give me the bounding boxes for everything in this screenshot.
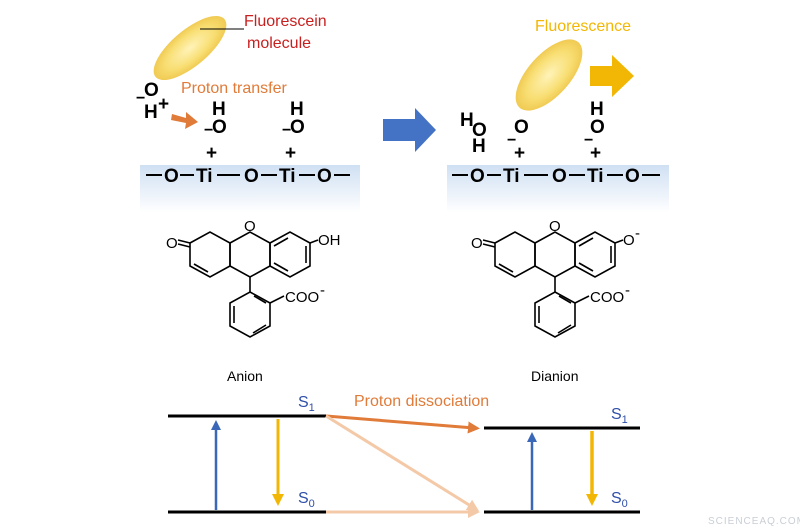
dianion-carbonyl-o: O <box>471 235 483 252</box>
left-panel: Fluorescein molecule Proton transfer − O… <box>136 13 360 213</box>
surface-minus-4: − <box>584 132 593 149</box>
fluorescein-molecule-left <box>153 15 227 81</box>
molecule-oxygen: O <box>144 80 159 101</box>
anion-ring-o: O <box>244 218 256 235</box>
proton-transfer-label: Proton transfer <box>181 80 288 97</box>
surface-minus-1: − <box>204 122 213 139</box>
anion-coo: COO <box>285 289 319 306</box>
dianion-s1-label: S1 <box>611 406 628 426</box>
water-h-bottom: H <box>472 136 486 157</box>
svg-text:O: O <box>552 166 567 187</box>
diagonal-s1-to-s0-arrow <box>325 414 480 512</box>
molecule-hydrogen: H <box>144 102 158 123</box>
anion-label: Anion <box>227 368 263 384</box>
proton-dissociation-arrow <box>325 414 480 434</box>
surface-o-1: O <box>212 117 227 138</box>
svg-text:Ti: Ti <box>587 166 604 187</box>
water-o: O <box>472 120 487 141</box>
watermark: SCIENCEAQ.COM <box>708 516 800 527</box>
dianion-label: Dianion <box>531 368 578 384</box>
process-arrow <box>383 108 436 152</box>
surface-h-2: H <box>290 99 304 120</box>
dianion-coo-charge: - <box>625 282 630 299</box>
surface-plus-4: + <box>590 143 601 164</box>
surface-o-3: O <box>514 117 529 138</box>
ti-o-chain-right: O Ti O Ti O <box>452 166 660 187</box>
svg-text:O: O <box>625 166 640 187</box>
anion-structure <box>177 231 319 338</box>
dianion-coo: COO <box>590 289 624 306</box>
dianion-phenoxide-charge: - <box>635 225 640 242</box>
dianion-ring-o: O <box>549 218 561 235</box>
right-panel: Fluorescence H O H O − + H O − + O Ti O … <box>447 18 669 213</box>
anion-coo-charge: - <box>320 282 325 299</box>
ti-o-chain-left: O Ti O Ti O <box>146 166 350 187</box>
proton-dissociation-label: Proton dissociation <box>354 393 489 410</box>
surface-plus-2: + <box>285 143 296 164</box>
surface-o-4: O <box>590 117 605 138</box>
fluorescein-label-line2: molecule <box>247 35 311 52</box>
svg-text:O: O <box>470 166 485 187</box>
surface-plus-3: + <box>514 143 525 164</box>
svg-text:O: O <box>164 166 179 187</box>
tio2-surface-right <box>447 165 669 213</box>
fluorescein-molecule-right <box>515 39 583 111</box>
molecule-hydrogen-plus: + <box>158 94 169 115</box>
anion-oh: OH <box>318 232 341 249</box>
molecule-oxygen-minus: − <box>136 90 145 107</box>
svg-text:Ti: Ti <box>196 166 213 187</box>
dianion-s0-label: S0 <box>611 490 628 510</box>
water-h-top: H <box>460 110 474 131</box>
svg-text:O: O <box>244 166 259 187</box>
anion-s0-label: S0 <box>298 490 315 510</box>
fluorescence-arrow <box>590 55 634 97</box>
anion-s1-label: S1 <box>298 394 315 414</box>
surface-minus-3: − <box>507 132 516 149</box>
surface-h-4: H <box>590 99 604 120</box>
svg-text:O: O <box>317 166 332 187</box>
proton-transfer-arrow <box>171 112 198 129</box>
surface-o-2: O <box>290 117 305 138</box>
anion-carbonyl-o: O <box>166 235 178 252</box>
energy-diagram: Proton dissociation S1 S0 S1 S0 <box>168 393 640 518</box>
surface-h-1: H <box>212 99 226 120</box>
surface-minus-2: − <box>282 122 291 139</box>
dianion-phenoxide-o: O <box>623 232 635 249</box>
fluorescence-label: Fluorescence <box>535 18 631 35</box>
fluorescein-label-line1: Fluorescein <box>244 13 327 30</box>
svg-text:Ti: Ti <box>503 166 520 187</box>
dianion-structure <box>482 231 624 338</box>
surface-plus-1: + <box>206 143 217 164</box>
tio2-surface-left <box>140 165 360 213</box>
svg-text:Ti: Ti <box>279 166 296 187</box>
